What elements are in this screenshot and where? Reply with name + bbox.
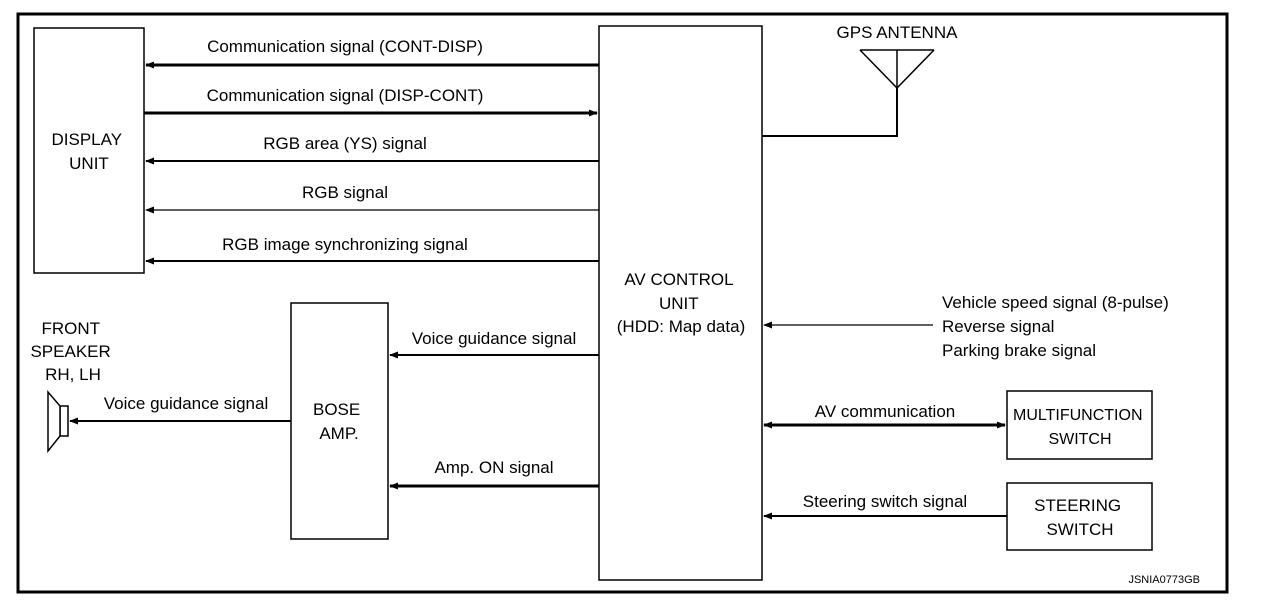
voice-guidance-speaker-label: Voice guidance signal [104,394,268,413]
gps-antenna-label: GPS ANTENNA [837,23,959,42]
av-control-unit-label-line2: UNIT [659,294,698,313]
multifunction-switch-label-line2: SWITCH [1048,431,1111,448]
amp-on-label: Amp. ON signal [434,458,553,477]
bose-amp-label-line1: BOSE [313,400,360,419]
multifunction-switch-box [1006,390,1153,460]
av-control-unit-box [598,25,763,581]
cont-disp-label: Communication signal (CONT-DISP) [207,37,483,56]
display-unit-label-line2: UNIT [69,154,109,173]
front-speaker-label-line2: SPEAKER [30,342,110,361]
vehicle-speed-signal-label: Vehicle speed signal (8-pulse) [942,293,1169,312]
vehicle-inputs-label: Vehicle speed signal (8-pulse) Reverse s… [942,293,1174,360]
rgb-label: RGB signal [302,183,388,202]
voice-guidance-amp-label: Voice guidance signal [412,329,576,348]
figure-code: JSNIA0773GB [1128,574,1200,586]
disp-cont-label: Communication signal (DISP-CONT) [207,86,484,105]
speaker-icon [47,389,69,454]
bose-amp-label-line2: AMP. [319,424,358,443]
front-speaker-label-line3: RH, LH [45,365,101,384]
gps-antenna-wire [762,88,898,137]
steering-switch-label: STEERING SWITCH [1034,496,1126,539]
display-unit-label: DISPLAY UNIT [52,130,127,173]
rgb-sync-label: RGB image synchronizing signal [222,235,468,254]
diagram-frame [16,12,1229,594]
steering-switch-label-line2: SWITCH [1046,520,1113,539]
bose-amp-label: BOSE AMP. [313,400,365,443]
gps-antenna-icon [859,49,935,90]
steering-switch-label-line1: STEERING [1034,496,1121,515]
rgb-area-label: RGB area (YS) signal [263,134,426,153]
front-speaker-label-line1: FRONT [42,319,100,338]
multifunction-switch-label-line1: MULTIFUNCTION [1013,407,1142,424]
display-unit-label-line1: DISPLAY [52,130,122,149]
multifunction-switch-label: MULTIFUNCTION SWITCH [1013,407,1147,448]
av-communication-label: AV communication [815,402,955,421]
parking-brake-signal-label: Parking brake signal [942,341,1096,360]
av-control-unit-label-line1: AV CONTROL [624,270,733,289]
av-control-unit-label: AV CONTROL UNIT (HDD: Map data) [617,270,745,336]
steering-switch-signal-label: Steering switch signal [803,492,967,511]
bose-amp-box [290,302,389,540]
steering-switch-box [1006,482,1153,551]
av-control-unit-label-line3: (HDD: Map data) [617,317,745,336]
front-speaker-label: FRONT SPEAKER RH, LH [30,319,115,384]
display-unit-box [33,27,145,274]
reverse-signal-label: Reverse signal [942,317,1054,336]
